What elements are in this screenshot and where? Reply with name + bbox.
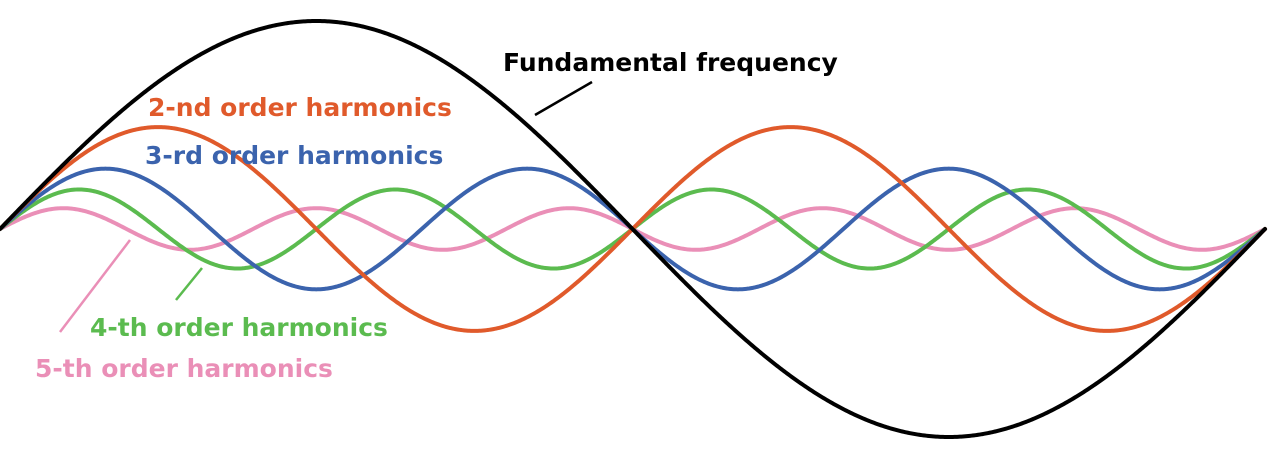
label-5th-order-harmonics: 5-th order harmonics [35, 354, 333, 383]
label-fundamental-frequency: Fundamental frequency [503, 48, 838, 77]
leader-line-5th-harmonic [59, 239, 131, 333]
label-4th-order-harmonics: 4-th order harmonics [90, 313, 388, 342]
leader-line-fundamental [534, 80, 593, 117]
wave-fundamental [0, 19, 1267, 439]
label-3rd-order-harmonics: 3-rd order harmonics [145, 141, 443, 170]
label-2nd-order-harmonics: 2-nd order harmonics [148, 93, 452, 122]
leader-line-4th-harmonic [175, 267, 203, 301]
